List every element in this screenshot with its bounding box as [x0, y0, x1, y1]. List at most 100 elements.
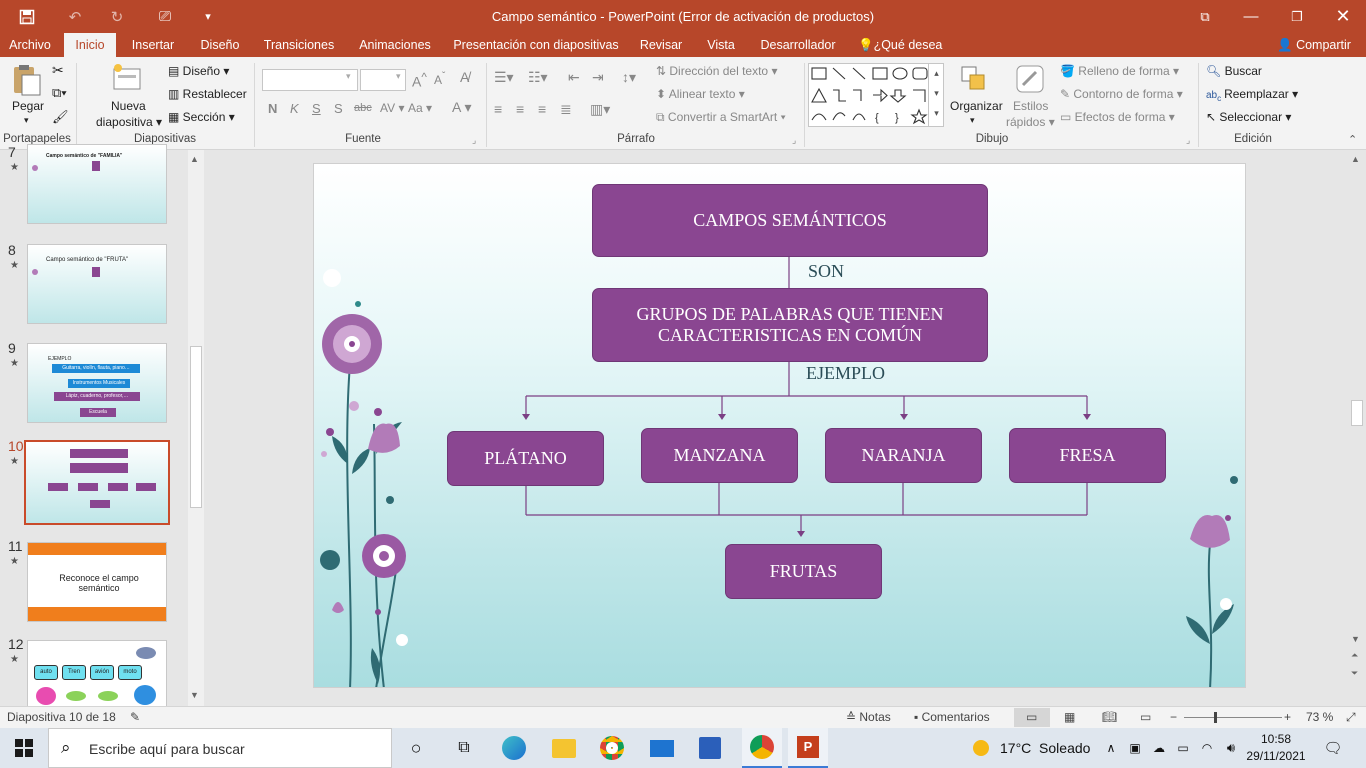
box-fresa[interactable]: FRESA	[1009, 428, 1166, 483]
tab-transiciones[interactable]: Transiciones	[263, 38, 335, 52]
underline-button[interactable]: S	[312, 101, 321, 116]
tab-inicio[interactable]: Inicio	[64, 33, 116, 57]
cut-icon[interactable]: ✂	[52, 62, 64, 78]
chrome-profile-icon[interactable]	[742, 728, 782, 768]
align-right-icon[interactable]: ≡	[538, 101, 547, 117]
clear-format-icon[interactable]: A̸	[460, 69, 470, 85]
strikethrough-button[interactable]: abc	[354, 102, 372, 114]
change-case-icon[interactable]: Aa ▾	[408, 101, 433, 115]
font-family-select[interactable]	[262, 69, 358, 91]
numbering-icon[interactable]: ☷▾	[528, 69, 548, 85]
slide-thumbnail-11[interactable]: Reconoce el campo semántico	[27, 542, 167, 622]
bullets-icon[interactable]: ☰▾	[494, 69, 514, 85]
tab-presentacion[interactable]: Presentación con diapositivas	[453, 38, 619, 52]
italic-button[interactable]: K	[290, 101, 299, 116]
tell-me-box[interactable]: 💡¿Qué desea hacer?	[858, 38, 943, 76]
ribbon-display-options-icon[interactable]: ⧉	[1200, 8, 1210, 24]
customize-toolbar-icon[interactable]: ▾	[205, 11, 211, 23]
tab-archivo[interactable]: Archivo	[9, 38, 51, 52]
new-slide-button[interactable]: diapositiva ▾	[96, 115, 163, 129]
chevron-up-icon[interactable]: ∧	[1106, 741, 1116, 755]
store-icon[interactable]	[692, 728, 728, 768]
find-button[interactable]: 🔍︎ Buscar	[1206, 64, 1262, 78]
chrome-icon[interactable]	[594, 728, 630, 768]
font-color-icon[interactable]: A ▾	[452, 99, 472, 115]
char-spacing-icon[interactable]: AV ▾	[380, 101, 405, 115]
format-painter-icon[interactable]: 🖌	[52, 109, 69, 124]
increase-indent-icon[interactable]: ⇥	[592, 69, 604, 85]
dialog-launcher-icon[interactable]: ⌟	[792, 135, 797, 145]
box-naranja[interactable]: NARANJA	[825, 428, 982, 483]
new-slide-icon[interactable]	[112, 63, 146, 93]
taskbar-search-box[interactable]: ⌕ Escribe aquí para buscar	[48, 728, 392, 768]
scroll-up-icon[interactable]: ▲	[190, 154, 199, 164]
slide-thumbnail-9[interactable]: EJEMPLO Guitarra, violín, flauta, piano……	[27, 343, 167, 423]
align-left-icon[interactable]: ≡	[494, 101, 503, 117]
tab-vista[interactable]: Vista	[707, 38, 735, 52]
decrease-indent-icon[interactable]: ⇤	[568, 69, 580, 85]
replace-button[interactable]: abc Reemplazar ▾	[1206, 87, 1299, 103]
layout-button[interactable]: ▤ Diseño ▾	[168, 64, 230, 78]
scroll-down-icon[interactable]: ▼	[190, 690, 199, 700]
quick-styles-label-1[interactable]: Estilos	[1013, 99, 1049, 113]
shapes-gallery[interactable]: {}	[808, 63, 944, 127]
text-direction-button[interactable]: ⇅ Dirección del texto ▾	[656, 64, 778, 78]
tab-animaciones[interactable]: Animaciones	[359, 38, 431, 52]
undo-icon[interactable]: ↶	[68, 8, 82, 26]
next-slide-icon[interactable]: ⏷	[1351, 668, 1359, 678]
collapse-ribbon-icon[interactable]: ⌃	[1348, 134, 1358, 146]
onedrive-icon[interactable]: ☁	[1153, 741, 1165, 755]
spellcheck-icon[interactable]: ✎	[130, 710, 141, 724]
cortana-icon[interactable]: ○	[410, 737, 422, 758]
grow-font-icon[interactable]: A^	[412, 71, 427, 90]
tab-diseno[interactable]: Diseño	[200, 38, 240, 52]
line-spacing-icon[interactable]: ↕▾	[622, 69, 637, 85]
restore-icon[interactable]: ❐	[1291, 8, 1303, 24]
section-button[interactable]: ▦ Sección ▾	[168, 110, 235, 124]
scroll-up-icon[interactable]: ▲	[1351, 154, 1360, 164]
box-campos-semanticos[interactable]: CAMPOS SEMÁNTICOS	[592, 184, 988, 257]
box-frutas[interactable]: FRUTAS	[725, 544, 882, 599]
shadow-button[interactable]: S	[334, 101, 343, 116]
slide-thumbnail-7[interactable]: Campo semántico de "FAMILIA"	[27, 144, 167, 224]
justify-icon[interactable]: ≣	[560, 101, 572, 117]
previous-slide-icon[interactable]: ⏶	[1351, 650, 1359, 660]
zoom-slider[interactable]	[1184, 717, 1282, 718]
scroll-thumb[interactable]	[1351, 400, 1363, 426]
box-platano[interactable]: PLÁTANO	[447, 431, 604, 486]
shape-fill-button[interactable]: 🪣 Relleno de forma ▾	[1060, 64, 1180, 78]
weather-sun-icon[interactable]	[966, 728, 996, 768]
dialog-launcher-icon[interactable]: ⌟	[472, 135, 477, 145]
fit-to-window-icon[interactable]: ⤢	[1346, 710, 1356, 724]
task-view-icon[interactable]: ⧉	[458, 739, 470, 756]
scroll-down-icon[interactable]: ▼	[1351, 634, 1360, 644]
shape-outline-button[interactable]: ✎ Contorno de forma ▾	[1060, 87, 1183, 101]
weather-text[interactable]: 17°C Soleado	[1000, 740, 1091, 756]
box-grupos-de-palabras[interactable]: GRUPOS DE PALABRAS QUE TIENEN CARACTERIS…	[592, 288, 988, 362]
edge-icon[interactable]	[496, 728, 532, 768]
select-button[interactable]: ↖ Seleccionar ▾	[1206, 110, 1292, 124]
new-slide-label-1[interactable]: Nueva	[111, 99, 146, 113]
arrange-button[interactable]: Organizar	[950, 99, 1003, 113]
meet-now-icon[interactable]: ▣	[1129, 741, 1141, 755]
gallery-scroll[interactable]: ▴▾▾	[928, 63, 944, 127]
present-from-start-icon[interactable]: ⎚	[158, 8, 171, 25]
clock-date[interactable]: 29/11/2021	[1246, 749, 1306, 763]
dialog-launcher-icon[interactable]: ⌟	[1186, 135, 1191, 145]
tab-desarrollador[interactable]: Desarrollador	[760, 38, 836, 52]
slide-thumbnail-10[interactable]	[24, 440, 170, 525]
close-icon[interactable]: ✕	[1335, 6, 1351, 26]
minimize-icon[interactable]: —	[1243, 8, 1259, 25]
quick-styles-icon[interactable]	[1014, 63, 1048, 97]
battery-icon[interactable]: ▭	[1177, 741, 1189, 755]
powerpoint-icon[interactable]: P	[788, 728, 828, 768]
notes-button[interactable]: ≙ Notas	[846, 710, 891, 724]
bold-button[interactable]: N	[268, 101, 278, 116]
slide-sorter-icon[interactable]: ▦	[1064, 710, 1076, 724]
box-manzana[interactable]: MANZANA	[641, 428, 798, 483]
normal-view-button[interactable]	[1014, 708, 1050, 727]
clock-time[interactable]: 10:58	[1260, 732, 1292, 746]
paste-button[interactable]: Pegar	[12, 99, 45, 113]
zoom-level[interactable]: 73 %	[1306, 710, 1334, 724]
share-button[interactable]: 👤 Compartir	[1277, 38, 1351, 52]
